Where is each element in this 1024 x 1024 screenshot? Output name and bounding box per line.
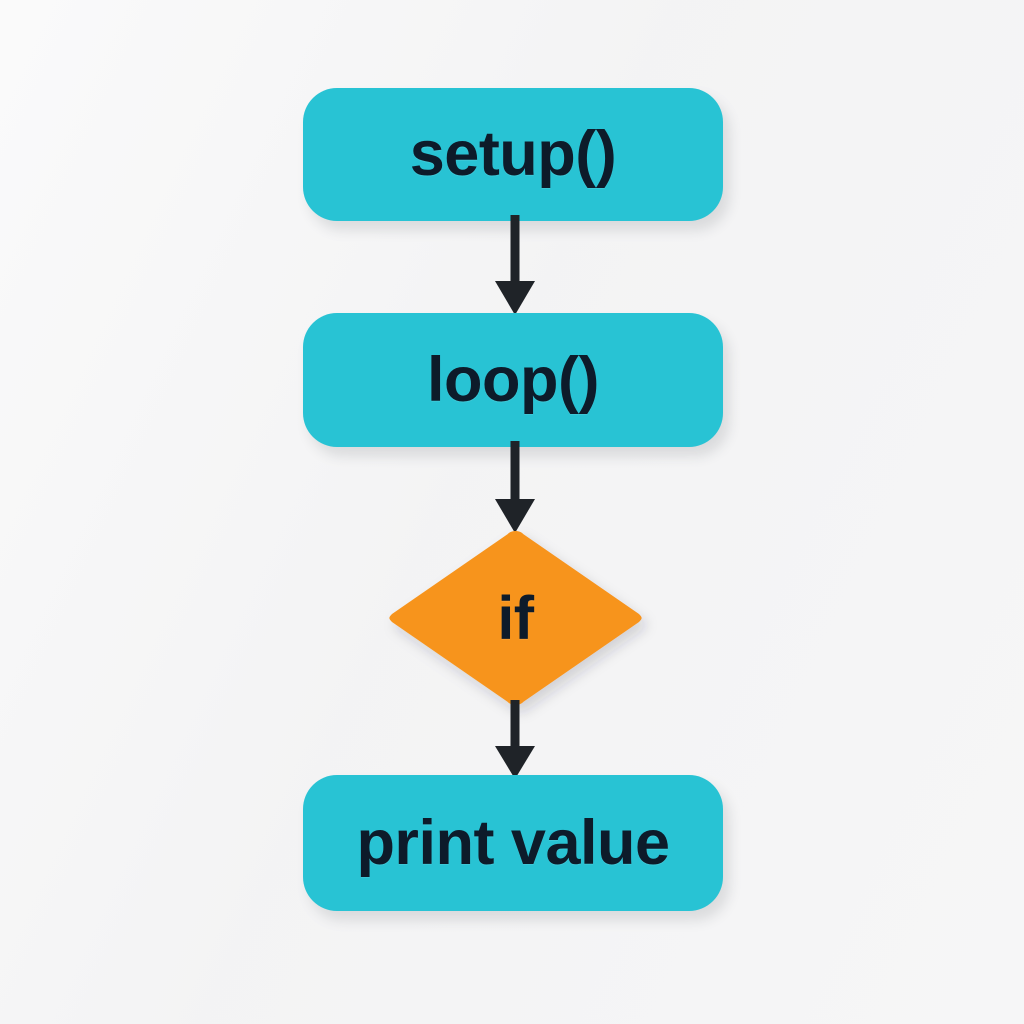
flow-arrow-setup-to-loop [495,215,535,315]
flow-arrow-loop-to-if [495,441,535,533]
flow-node-if[interactable]: if [387,529,644,707]
flow-node-loop[interactable]: loop() [303,313,723,447]
flow-node-setup-label: setup() [409,119,617,189]
flow-node-loop-label: loop() [427,344,599,415]
diamond-shape-icon [389,531,642,705]
flow-node-if-label: if [497,583,534,652]
flow-arrow-if-to-print [495,700,535,779]
flow-node-print-value-label: print value [356,807,670,878]
flow-node-setup[interactable]: setup() [303,88,723,221]
flow-node-print-value[interactable]: print value [303,775,723,911]
